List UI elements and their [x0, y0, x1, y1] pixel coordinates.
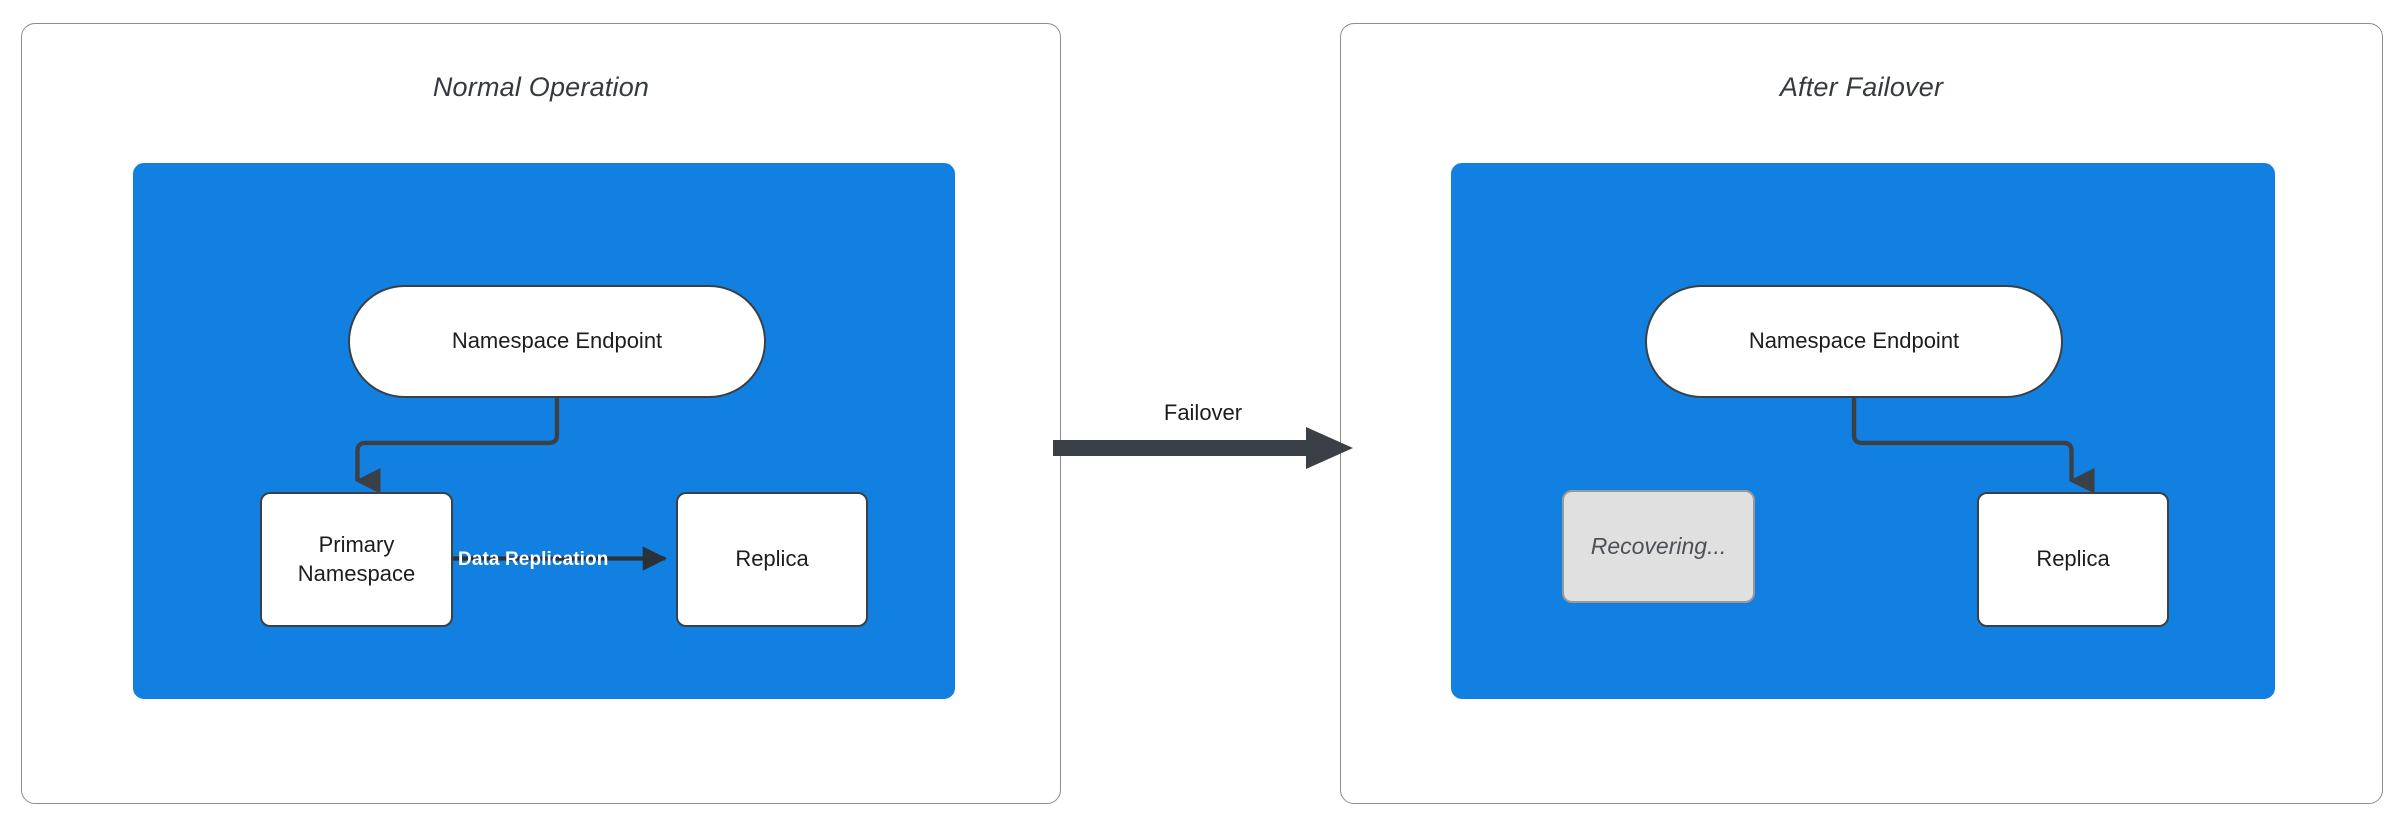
panel-normal-operation: Normal Operation Namesp: [21, 23, 1061, 804]
failover-transition: Failover: [1053, 400, 1353, 490]
node-label: Namespace Endpoint: [451, 328, 663, 354]
failover-label: Failover: [1163, 400, 1243, 425]
failover-arrow-icon: [1053, 427, 1353, 469]
edge-endpoint-to-replica: [1851, 397, 2095, 494]
node-label: Primary Namespace: [298, 531, 415, 587]
edge-label-data-replication: Data Replication: [458, 549, 609, 570]
panel-title-normal-operation: Normal Operation: [432, 72, 650, 102]
node-namespace-endpoint-normal[interactable]: Namespace Endpoint: [348, 285, 766, 398]
node-label: Replica: [2036, 546, 2110, 572]
edge-endpoint-to-primary: [354, 397, 560, 494]
node-label-line1: Primary: [318, 532, 395, 558]
cluster-normal-operation: Namespace Endpoint Primary Namespace Rep…: [133, 163, 955, 699]
node-label: Recovering...: [1590, 532, 1727, 559]
node-recovering: Recovering...: [1562, 490, 1755, 603]
cluster-after-failover: Namespace Endpoint Recovering... Replica: [1451, 163, 2275, 699]
node-namespace-endpoint-failover[interactable]: Namespace Endpoint: [1645, 285, 2063, 398]
node-primary-namespace[interactable]: Primary Namespace: [260, 492, 453, 627]
node-replica-normal[interactable]: Replica: [676, 492, 868, 627]
panel-title-after-failover: After Failover: [1779, 72, 1944, 102]
node-replica-failover[interactable]: Replica: [1977, 492, 2169, 627]
node-label-line2: Namespace: [297, 560, 416, 586]
node-label: Namespace Endpoint: [1748, 328, 1960, 354]
panel-after-failover: After Failover Namespace Endpoint Recove…: [1340, 23, 2383, 804]
node-label: Replica: [735, 546, 809, 572]
